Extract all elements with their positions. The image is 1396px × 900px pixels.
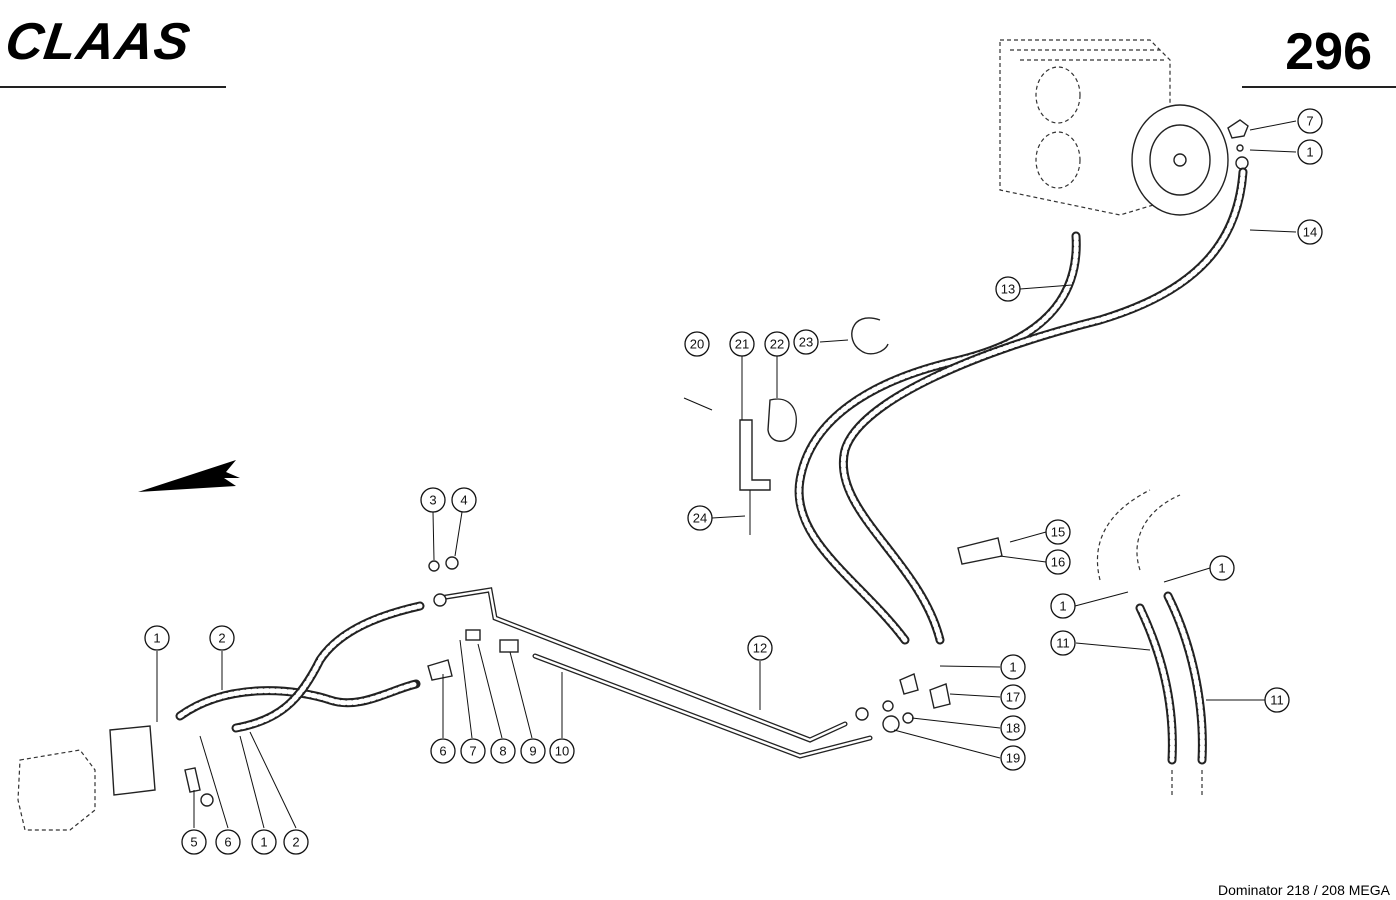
svg-text:11: 11 <box>1270 693 1284 708</box>
callout-8: 8 <box>490 738 516 764</box>
svg-text:11: 11 <box>1056 636 1070 651</box>
svg-text:23: 23 <box>799 335 813 350</box>
callout-20: 20 <box>684 331 710 357</box>
svg-text:9: 9 <box>529 744 536 759</box>
svg-text:18: 18 <box>1006 721 1020 736</box>
callout-6: 6 <box>430 738 456 764</box>
svg-text:1: 1 <box>1059 599 1066 614</box>
svg-text:8: 8 <box>499 744 506 759</box>
svg-text:20: 20 <box>690 337 704 352</box>
svg-text:1: 1 <box>1306 145 1313 160</box>
callout-5: 5 <box>181 829 207 855</box>
callout-16: 16 <box>1045 549 1071 575</box>
callout-22: 22 <box>764 331 790 357</box>
svg-text:7: 7 <box>1306 114 1313 129</box>
svg-text:2: 2 <box>292 835 299 850</box>
callout-15: 15 <box>1045 519 1071 545</box>
callout-4: 4 <box>451 487 477 513</box>
page-number: 296 <box>1285 23 1372 81</box>
direction-arrow-icon <box>138 460 240 492</box>
callout-1: 1 <box>1297 139 1323 165</box>
header-rule-right <box>1242 86 1396 88</box>
callout-23: 23 <box>793 329 819 355</box>
model-caption: Dominator 218 / 208 MEGA <box>1218 882 1390 898</box>
callout-19: 19 <box>1000 745 1026 771</box>
hoses-11 <box>1096 489 1207 795</box>
hose-13 <box>794 231 1081 645</box>
svg-text:1: 1 <box>1218 561 1225 576</box>
callout-1: 1 <box>251 829 277 855</box>
hose-clip-23 <box>851 317 889 355</box>
callout-9: 9 <box>520 738 546 764</box>
svg-text:10: 10 <box>555 744 569 759</box>
callout-1: 1 <box>1209 555 1235 581</box>
svg-text:3: 3 <box>429 493 436 508</box>
svg-text:19: 19 <box>1006 751 1020 766</box>
hose-14 <box>838 167 1248 645</box>
callout-1: 1 <box>1050 593 1076 619</box>
header-rule-left <box>0 86 226 88</box>
valve-block <box>17 725 214 831</box>
engine-housing <box>999 39 1249 216</box>
callout-21: 21 <box>729 331 755 357</box>
callout-13: 13 <box>995 276 1021 302</box>
callout-10: 10 <box>549 738 575 764</box>
svg-text:5: 5 <box>190 835 197 850</box>
callout-2: 2 <box>283 829 309 855</box>
svg-text:4: 4 <box>460 493 467 508</box>
callout-11: 11 <box>1050 630 1076 656</box>
svg-text:14: 14 <box>1303 225 1317 240</box>
callout-11: 11 <box>1264 687 1290 713</box>
callout-1: 1 <box>1000 654 1026 680</box>
callout-6: 6 <box>215 829 241 855</box>
svg-text:13: 13 <box>1001 282 1015 297</box>
callout-3: 3 <box>420 487 446 513</box>
svg-text:1: 1 <box>1009 660 1016 675</box>
svg-text:15: 15 <box>1051 525 1065 540</box>
callout-7: 7 <box>460 738 486 764</box>
callout-7: 7 <box>1297 108 1323 134</box>
svg-text:12: 12 <box>753 641 767 656</box>
svg-text:1: 1 <box>260 835 267 850</box>
bracket-assembly <box>683 397 797 535</box>
svg-text:16: 16 <box>1051 555 1065 570</box>
fittings <box>427 537 1003 733</box>
svg-text:24: 24 <box>693 511 707 526</box>
callout-17: 17 <box>1000 684 1026 710</box>
callout-14: 14 <box>1297 219 1323 245</box>
callout-1: 1 <box>144 625 170 651</box>
callout-2: 2 <box>209 625 235 651</box>
hoses-2 <box>175 601 425 733</box>
svg-text:2: 2 <box>218 631 225 646</box>
callout-12: 12 <box>747 635 773 661</box>
svg-text:6: 6 <box>224 835 231 850</box>
leader-lines <box>156 120 1297 829</box>
callout-24: 24 <box>687 505 713 531</box>
svg-text:7: 7 <box>469 744 476 759</box>
svg-text:6: 6 <box>439 744 446 759</box>
svg-text:21: 21 <box>735 337 749 352</box>
pipes-10-12 <box>437 587 873 759</box>
svg-text:17: 17 <box>1006 690 1020 705</box>
callout-18: 18 <box>1000 715 1026 741</box>
svg-text:22: 22 <box>770 337 784 352</box>
svg-text:1: 1 <box>153 631 160 646</box>
